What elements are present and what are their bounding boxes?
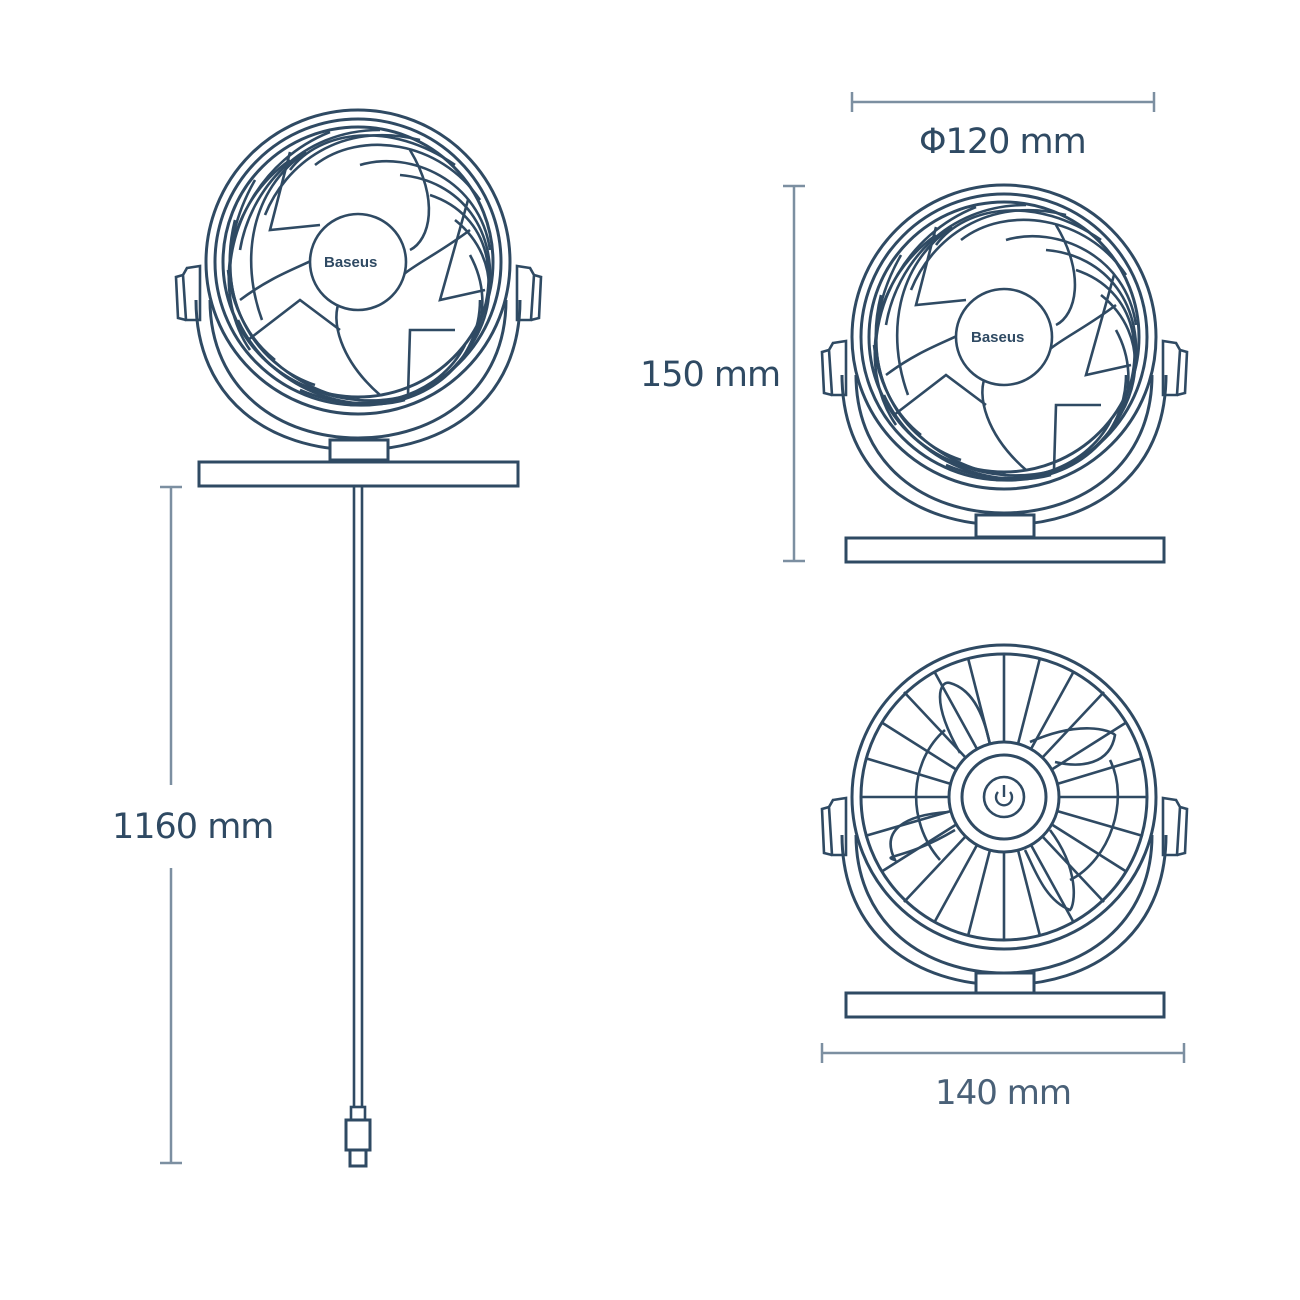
- power-icon: [994, 785, 1014, 807]
- brand-logo-hanging-view: Baseus: [324, 254, 378, 271]
- brand-logo-front-view: Baseus: [971, 329, 1025, 346]
- base-width-label: 140 mm: [935, 1073, 1072, 1113]
- front-fan-view: [820, 183, 1189, 564]
- rear-blades: [889, 681, 1120, 912]
- fan-diameter-label: Φ120 mm: [919, 122, 1087, 162]
- hanging-fan-view: [174, 108, 543, 1168]
- height-dimension-line: [783, 184, 805, 563]
- base-width-dimension-line: [820, 1043, 1186, 1063]
- cable-length-dimension-line: [160, 485, 182, 1165]
- rear-fan-view: [820, 643, 1189, 1019]
- diameter-dimension-line: [850, 92, 1156, 112]
- fan-height-label: 150 mm: [640, 355, 781, 395]
- cable-length-label: 1160 mm: [112, 807, 274, 847]
